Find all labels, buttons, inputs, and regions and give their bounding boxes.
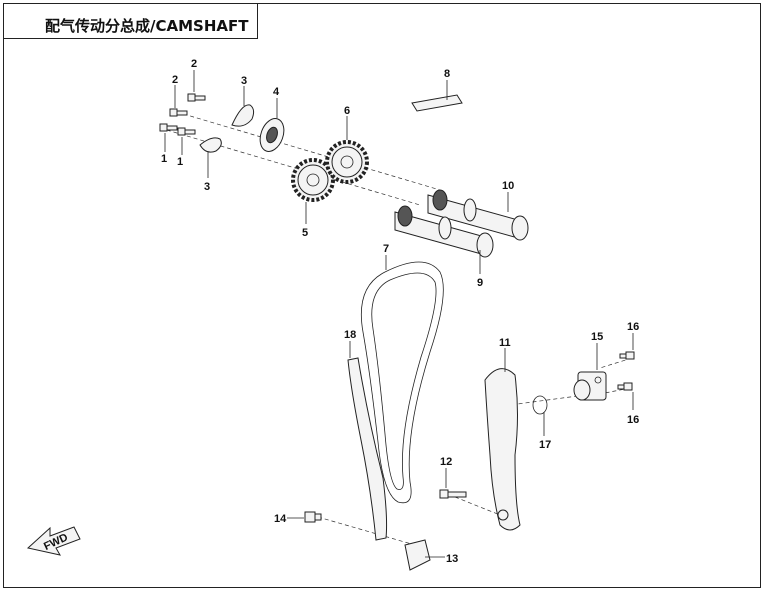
bolt16b-axis bbox=[604, 387, 631, 394]
decompressor-plate-4 bbox=[259, 118, 285, 152]
fwd-arrow-icon: FWD bbox=[26, 526, 81, 556]
bolt16a-axis bbox=[599, 357, 633, 369]
callout-13: 13 bbox=[446, 553, 458, 565]
callout-1a: 1 bbox=[161, 153, 167, 165]
callout-7: 7 bbox=[383, 243, 389, 255]
tensioner-arm-11 bbox=[484, 368, 521, 531]
callout-15: 15 bbox=[591, 331, 603, 343]
bolt-16-b bbox=[617, 382, 633, 391]
callout-2b: 2 bbox=[172, 74, 178, 86]
sprocket-6 bbox=[325, 140, 369, 184]
diagram-frame bbox=[3, 3, 761, 588]
callout-17: 17 bbox=[539, 439, 551, 451]
diagram-title: 配气传动分总成/CAMSHAFT bbox=[45, 17, 249, 35]
bracket-8 bbox=[411, 94, 463, 112]
callout-16b: 16 bbox=[627, 414, 639, 426]
axis-line-lower bbox=[159, 127, 421, 206]
bolt-2-b bbox=[169, 108, 188, 117]
pivot-bolt-12 bbox=[439, 489, 467, 499]
o-ring-17 bbox=[532, 395, 548, 415]
camshaft-9 bbox=[394, 205, 494, 258]
callout-3b: 3 bbox=[204, 181, 210, 193]
callout-14: 14 bbox=[274, 513, 287, 525]
callout-10: 10 bbox=[502, 180, 514, 192]
bracket-13 bbox=[404, 539, 431, 571]
bolt-16-a bbox=[619, 351, 635, 360]
callout-12: 12 bbox=[440, 456, 452, 468]
callout-1b: 1 bbox=[177, 156, 183, 168]
camshaft-10 bbox=[427, 189, 529, 241]
callout-3a: 3 bbox=[241, 75, 247, 87]
chain-guide-18 bbox=[347, 357, 388, 541]
bolt12-axis bbox=[454, 496, 501, 516]
callout-5: 5 bbox=[302, 227, 308, 239]
callout-8: 8 bbox=[444, 68, 450, 80]
timing-chain-7-inner bbox=[371, 272, 437, 490]
bolt-2-a bbox=[187, 93, 206, 102]
bolt14-axis bbox=[317, 516, 416, 546]
axis-line-upper bbox=[169, 109, 441, 191]
callout-2a: 2 bbox=[191, 58, 197, 70]
bolt-1-b bbox=[177, 127, 196, 136]
callout-6: 6 bbox=[344, 105, 350, 117]
callout-9: 9 bbox=[477, 277, 483, 289]
chain-tensioner-15 bbox=[573, 371, 607, 401]
callout-18: 18 bbox=[344, 329, 356, 341]
bolt-14 bbox=[304, 511, 322, 523]
lock-plate-3-a bbox=[231, 104, 255, 127]
callout-11: 11 bbox=[499, 337, 511, 349]
arm-pivot bbox=[497, 509, 509, 521]
bolt-1-a bbox=[159, 123, 178, 132]
title-box: 配气传动分总成/CAMSHAFT bbox=[3, 3, 258, 39]
callout-4: 4 bbox=[273, 86, 280, 98]
tensioner-axis bbox=[509, 394, 586, 406]
lock-plate-3-b bbox=[199, 137, 222, 153]
callout-16a: 16 bbox=[627, 321, 639, 333]
timing-chain-7 bbox=[360, 261, 444, 504]
leader-lines bbox=[164, 70, 634, 558]
sprocket-5 bbox=[291, 158, 335, 202]
